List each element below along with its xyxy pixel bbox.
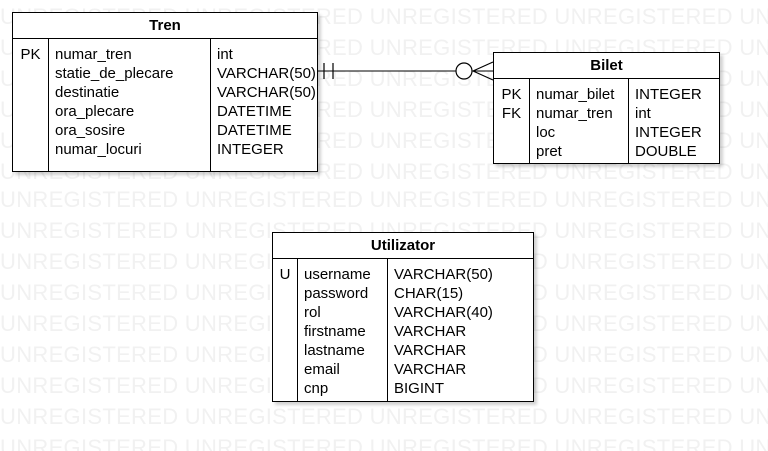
key-cell xyxy=(13,64,48,83)
attribute-name: statie_de_plecare xyxy=(55,65,174,82)
attribute-type: VARCHAR(50) xyxy=(217,65,316,82)
attribute-type: INTEGER xyxy=(217,141,284,158)
key-cell xyxy=(13,140,48,159)
key-cell xyxy=(273,322,297,341)
attribute-type: VARCHAR xyxy=(394,361,467,378)
entity-utilizator[interactable]: Utilizator U username password rol firstnam… xyxy=(272,232,534,402)
attribute-name: numar_locuri xyxy=(55,141,142,158)
attribute-type: VARCHAR xyxy=(394,342,467,359)
attribute-name: password xyxy=(304,285,369,302)
key-column: U xyxy=(273,259,297,401)
attribute-type: VARCHAR(50) xyxy=(217,84,316,101)
attribute-type: INTEGER xyxy=(635,124,702,141)
key-cell: PK xyxy=(20,46,41,63)
attribute-type: VARCHAR(40) xyxy=(394,304,493,321)
name-column: numar_tren statie_de_plecare destinatie ora… xyxy=(48,39,210,171)
crowfoot-top xyxy=(472,61,494,72)
attribute-type: INTEGER xyxy=(635,86,702,103)
key-cell xyxy=(273,303,297,322)
entity-title: Utilizator xyxy=(273,233,533,259)
attribute-type: int xyxy=(635,105,651,122)
attribute-name: loc xyxy=(536,124,556,141)
attribute-name: ora_plecare xyxy=(55,103,135,120)
attribute-name: cnp xyxy=(304,380,329,397)
key-cell xyxy=(13,102,48,121)
entity-title: Bilet xyxy=(494,53,719,79)
attribute-name: firstname xyxy=(304,323,366,340)
attribute-name: numar_tren xyxy=(536,105,613,122)
key-cell xyxy=(13,83,48,102)
crowfoot-bottom xyxy=(472,70,494,81)
key-cell xyxy=(494,142,529,161)
type-column: VARCHAR(50) CHAR(15) VARCHAR(40) VARCHAR VAR… xyxy=(387,259,533,401)
attribute-type: VARCHAR xyxy=(394,323,467,340)
attribute-type: DATETIME xyxy=(217,122,292,139)
attribute-type: VARCHAR(50) xyxy=(394,266,493,283)
name-column: username password rol firstname lastname emai… xyxy=(297,259,387,401)
key-cell xyxy=(13,121,48,140)
key-cell: U xyxy=(279,266,291,283)
key-column: PK FK xyxy=(494,79,529,163)
attribute-type: DOUBLE xyxy=(635,143,697,160)
key-cell xyxy=(273,284,297,303)
zero-circle xyxy=(455,62,473,80)
key-column: PK xyxy=(13,39,48,171)
key-cell xyxy=(273,379,297,398)
attribute-name: numar_bilet xyxy=(536,86,615,103)
attribute-type: DATETIME xyxy=(217,103,292,120)
attribute-name: username xyxy=(304,266,371,283)
attribute-type: BIGINT xyxy=(394,380,445,397)
attribute-name: numar_tren xyxy=(55,46,132,63)
attribute-name: destinatie xyxy=(55,84,120,101)
key-cell xyxy=(273,341,297,360)
attribute-type: CHAR(15) xyxy=(394,285,464,302)
key-cell xyxy=(273,360,297,379)
attribute-name: lastname xyxy=(304,342,365,359)
key-cell xyxy=(494,123,529,142)
attribute-type: int xyxy=(217,46,233,63)
entity-title: Tren xyxy=(13,13,317,39)
attribute-name: pret xyxy=(536,143,562,160)
key-cell: PK xyxy=(501,86,522,103)
attribute-name: email xyxy=(304,361,340,378)
attribute-name: rol xyxy=(304,304,321,321)
attribute-name: ora_sosire xyxy=(55,122,126,139)
key-cell: FK xyxy=(501,105,522,122)
